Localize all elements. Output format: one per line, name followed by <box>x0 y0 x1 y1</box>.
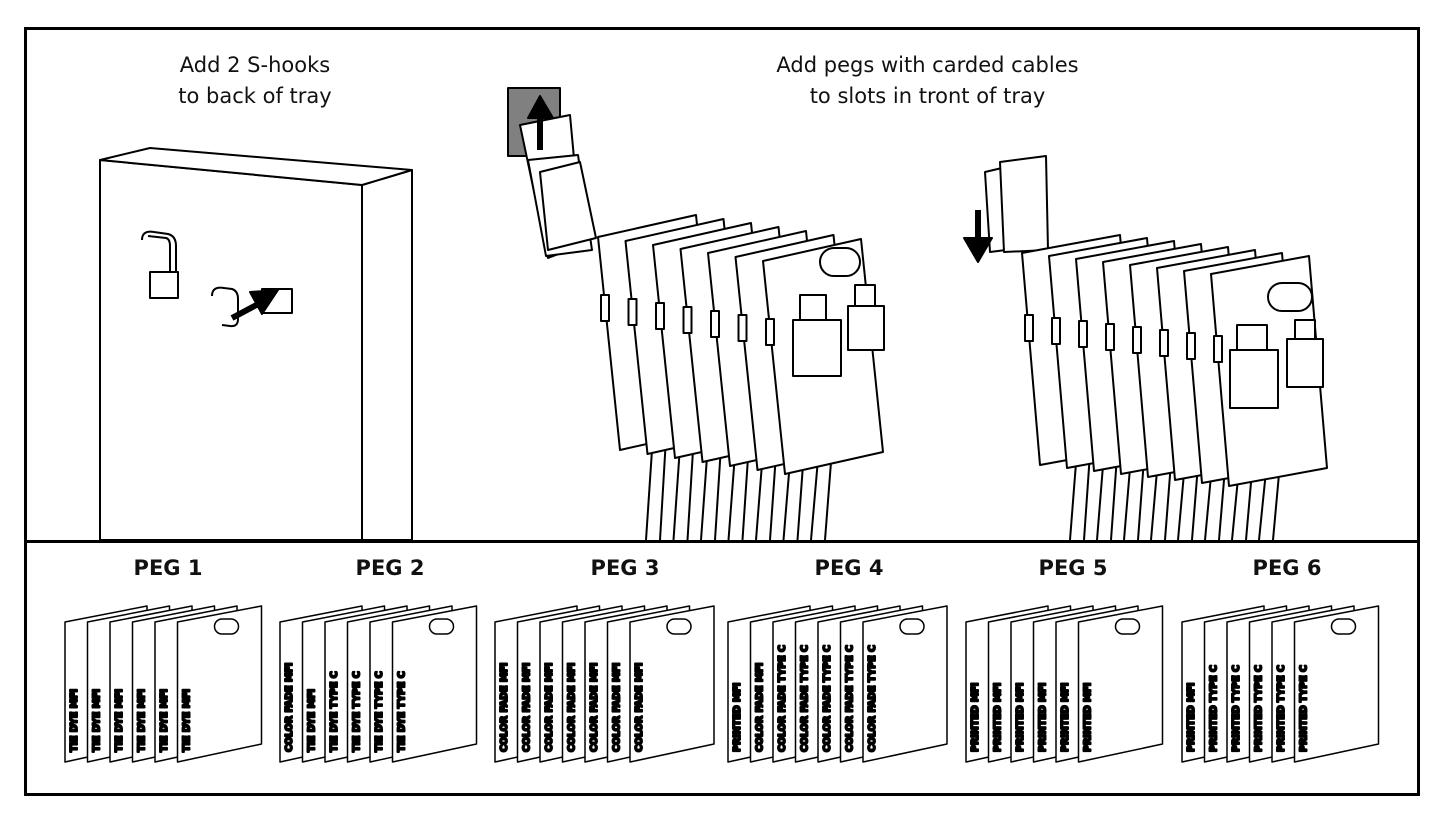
carded-cable-stack <box>597 214 885 541</box>
diagram-frame <box>24 27 1420 796</box>
peg-card-label: COLOR FADE MFI <box>499 663 510 752</box>
peg-hole-icon <box>899 618 925 635</box>
peg-card-label: TIE DYE MFI <box>92 689 103 752</box>
peg-card-group: TIE DYE MFI TIE DYE MFI TIE DYE MFI TIE DYE… <box>64 605 263 763</box>
peg-hole-icon <box>1114 618 1141 635</box>
section-divider <box>24 540 1420 543</box>
instruction-line: to slots in tront of tray <box>809 84 1046 108</box>
peg-card-label: COLOR FADE TYPE C <box>867 645 878 752</box>
peg-card-label: TIE DYE MFI <box>137 689 148 752</box>
peg-card: PRINTED TYPE C <box>1293 605 1380 763</box>
peg-card-group: PRINTED MFI PRINTED TYPE C PRINTED TYPE C P… <box>1181 605 1380 763</box>
peg-card-label: TIE DYE MFI <box>307 689 318 752</box>
peg-card-label: COLOR FADE MFI <box>544 663 555 752</box>
peg-card-label: PRINTED MFI <box>1015 683 1026 752</box>
peg-card-label: TIE DYE TYPE C <box>397 671 408 752</box>
peg-card-groups: TIE DYE MFI TIE DYE MFI TIE DYE MFI TIE DYE… <box>64 605 1380 763</box>
peg-card-group: COLOR FADE MFI COLOR FADE MFI COLOR FADE M… <box>494 605 715 763</box>
peg-card-label: TIE DYE TYPE C <box>352 671 363 752</box>
instruction-line: Add 2 S-hooks <box>179 53 331 77</box>
peg-card-label: PRINTED MFI <box>1038 683 1049 752</box>
peg-card-label: PRINTED MFI <box>1186 683 1197 752</box>
peg-card-label: COLOR FADE MFI <box>755 663 766 752</box>
instruction-line: to back of tray <box>178 84 332 108</box>
peg-card-label: TIE DYE MFI <box>159 689 170 752</box>
peg-card-label: TIE DYE MFI <box>114 689 125 752</box>
peg-card-label: TIE DYE TYPE C <box>374 671 385 752</box>
peg-card-label: COLOR FADE MFI <box>522 663 533 752</box>
peg-card-label: COLOR FADE MFI <box>634 663 645 752</box>
peg-card-label: COLOR FADE MFI <box>284 663 295 752</box>
peg-card: TIE DYE TYPE C <box>391 605 478 763</box>
peg-hole-icon <box>428 618 455 635</box>
peg-card: COLOR FADE TYPE C <box>862 605 948 763</box>
peg-card-label: TIE DYE MFI <box>69 689 80 752</box>
peg-hole-icon <box>213 618 240 635</box>
instruction-s-hooks: Add 2 S-hooks to back of tray <box>120 50 390 112</box>
peg-card-label: PRINTED MFI <box>970 683 981 752</box>
peg-title: PEG 5 <box>1038 556 1108 580</box>
peg-card-group: PRINTED MFI PRINTED MFI PRINTED MFI PRINTED… <box>965 605 1164 763</box>
peg-title: PEG 2 <box>355 556 425 580</box>
peg-card-label: PRINTED MFI <box>732 683 743 752</box>
peg-card: COLOR FADE MFI <box>629 605 715 763</box>
peg-card: PRINTED MFI <box>1077 605 1164 763</box>
peg-card: TIE DYE MFI <box>176 605 263 763</box>
peg-title: PEG 4 <box>814 556 884 580</box>
arrow-down-icon <box>963 210 993 263</box>
peg-card-group: COLOR FADE MFI TIE DYE MFI TIE DYE TYPE C T… <box>279 605 478 763</box>
peg-card-group: PRINTED MFI COLOR FADE MFI COLOR FADE TYPE… <box>727 605 948 763</box>
peg-card-label: COLOR FADE TYPE C <box>845 645 856 752</box>
peg-card-label: PRINTED TYPE C <box>1254 665 1265 752</box>
peg-insert-illustration <box>507 87 597 259</box>
peg-card-label: TIE DYE TYPE C <box>329 671 340 752</box>
peg-card-label: COLOR FADE MFI <box>589 663 600 752</box>
peg-title: PEG 3 <box>590 556 660 580</box>
carded-cable-stack <box>1021 234 1328 541</box>
peg-hole-icon <box>666 618 692 635</box>
peg-card-label: COLOR FADE TYPE C <box>822 645 833 752</box>
instruction-pegs: Add pegs with carded cables to slots in … <box>700 50 1155 112</box>
peg-card-label: TIE DYE MFI <box>182 689 193 752</box>
cable-connector-icon <box>792 247 885 377</box>
peg-card-label: PRINTED TYPE C <box>1231 665 1242 752</box>
s-hook-icon <box>141 230 179 299</box>
cable-connector-icon <box>1229 282 1324 409</box>
instruction-line: Add pegs with carded cables <box>776 53 1079 77</box>
peg-card-label: PRINTED TYPE C <box>1209 665 1220 752</box>
peg-card-label: COLOR FADE TYPE C <box>777 645 788 752</box>
peg-card-label: PRINTED MFI <box>1060 683 1071 752</box>
arrow-up-icon <box>527 95 554 150</box>
peg-card-label: PRINTED MFI <box>993 683 1004 752</box>
arrow-right-icon <box>230 289 279 321</box>
peg-insert-illustration <box>984 155 1049 253</box>
peg-card-label: COLOR FADE TYPE C <box>800 645 811 752</box>
peg-card-label: PRINTED TYPE C <box>1299 665 1310 752</box>
peg-card-label: PRINTED TYPE C <box>1276 665 1287 752</box>
peg-hole-icon <box>1330 618 1357 635</box>
peg-title: PEG 6 <box>1252 556 1322 580</box>
peg-card-label: COLOR FADE MFI <box>612 663 623 752</box>
peg-card-label: COLOR FADE MFI <box>567 663 578 752</box>
peg-card-label: PRINTED MFI <box>1083 683 1094 752</box>
tray-box <box>99 147 413 541</box>
peg-title: PEG 1 <box>133 556 203 580</box>
